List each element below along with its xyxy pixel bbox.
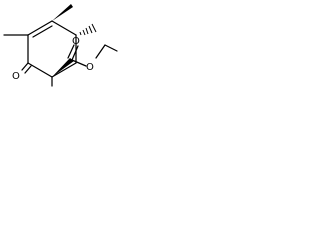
wedge-ester-bond	[52, 58, 74, 77]
bond-c2-c3	[51, 20, 77, 36]
molecule-structure: O O O	[3, 4, 118, 87]
bond-ring-carbonyl-double	[24, 65, 32, 74]
bond-c1-c2	[27, 20, 53, 36]
bond-ester-carbon-ether	[71, 59, 87, 67]
bond-ring-carbonyl	[21, 62, 29, 71]
bond-ethyl-ch2	[95, 44, 106, 59]
bond-c1-c2-double	[32, 25, 53, 38]
bond-ester-carbon-carbonyl-double	[67, 44, 75, 59]
bond-ester-carbon-carbonyl	[71, 45, 79, 61]
atom-ester-ether-oxygen: O	[86, 62, 94, 73]
bond-ethyl-ch3	[104, 44, 118, 52]
wedge-methyl-top	[52, 4, 73, 21]
atom-carbonyl-oxygen: O	[12, 71, 20, 82]
atom-ester-carbonyl-oxygen: O	[72, 36, 80, 47]
bond-c5-c6	[27, 62, 53, 78]
hash-methyl-right	[79, 23, 97, 36]
bond-c4-c5	[51, 62, 77, 78]
ring-bonds	[27, 20, 77, 78]
